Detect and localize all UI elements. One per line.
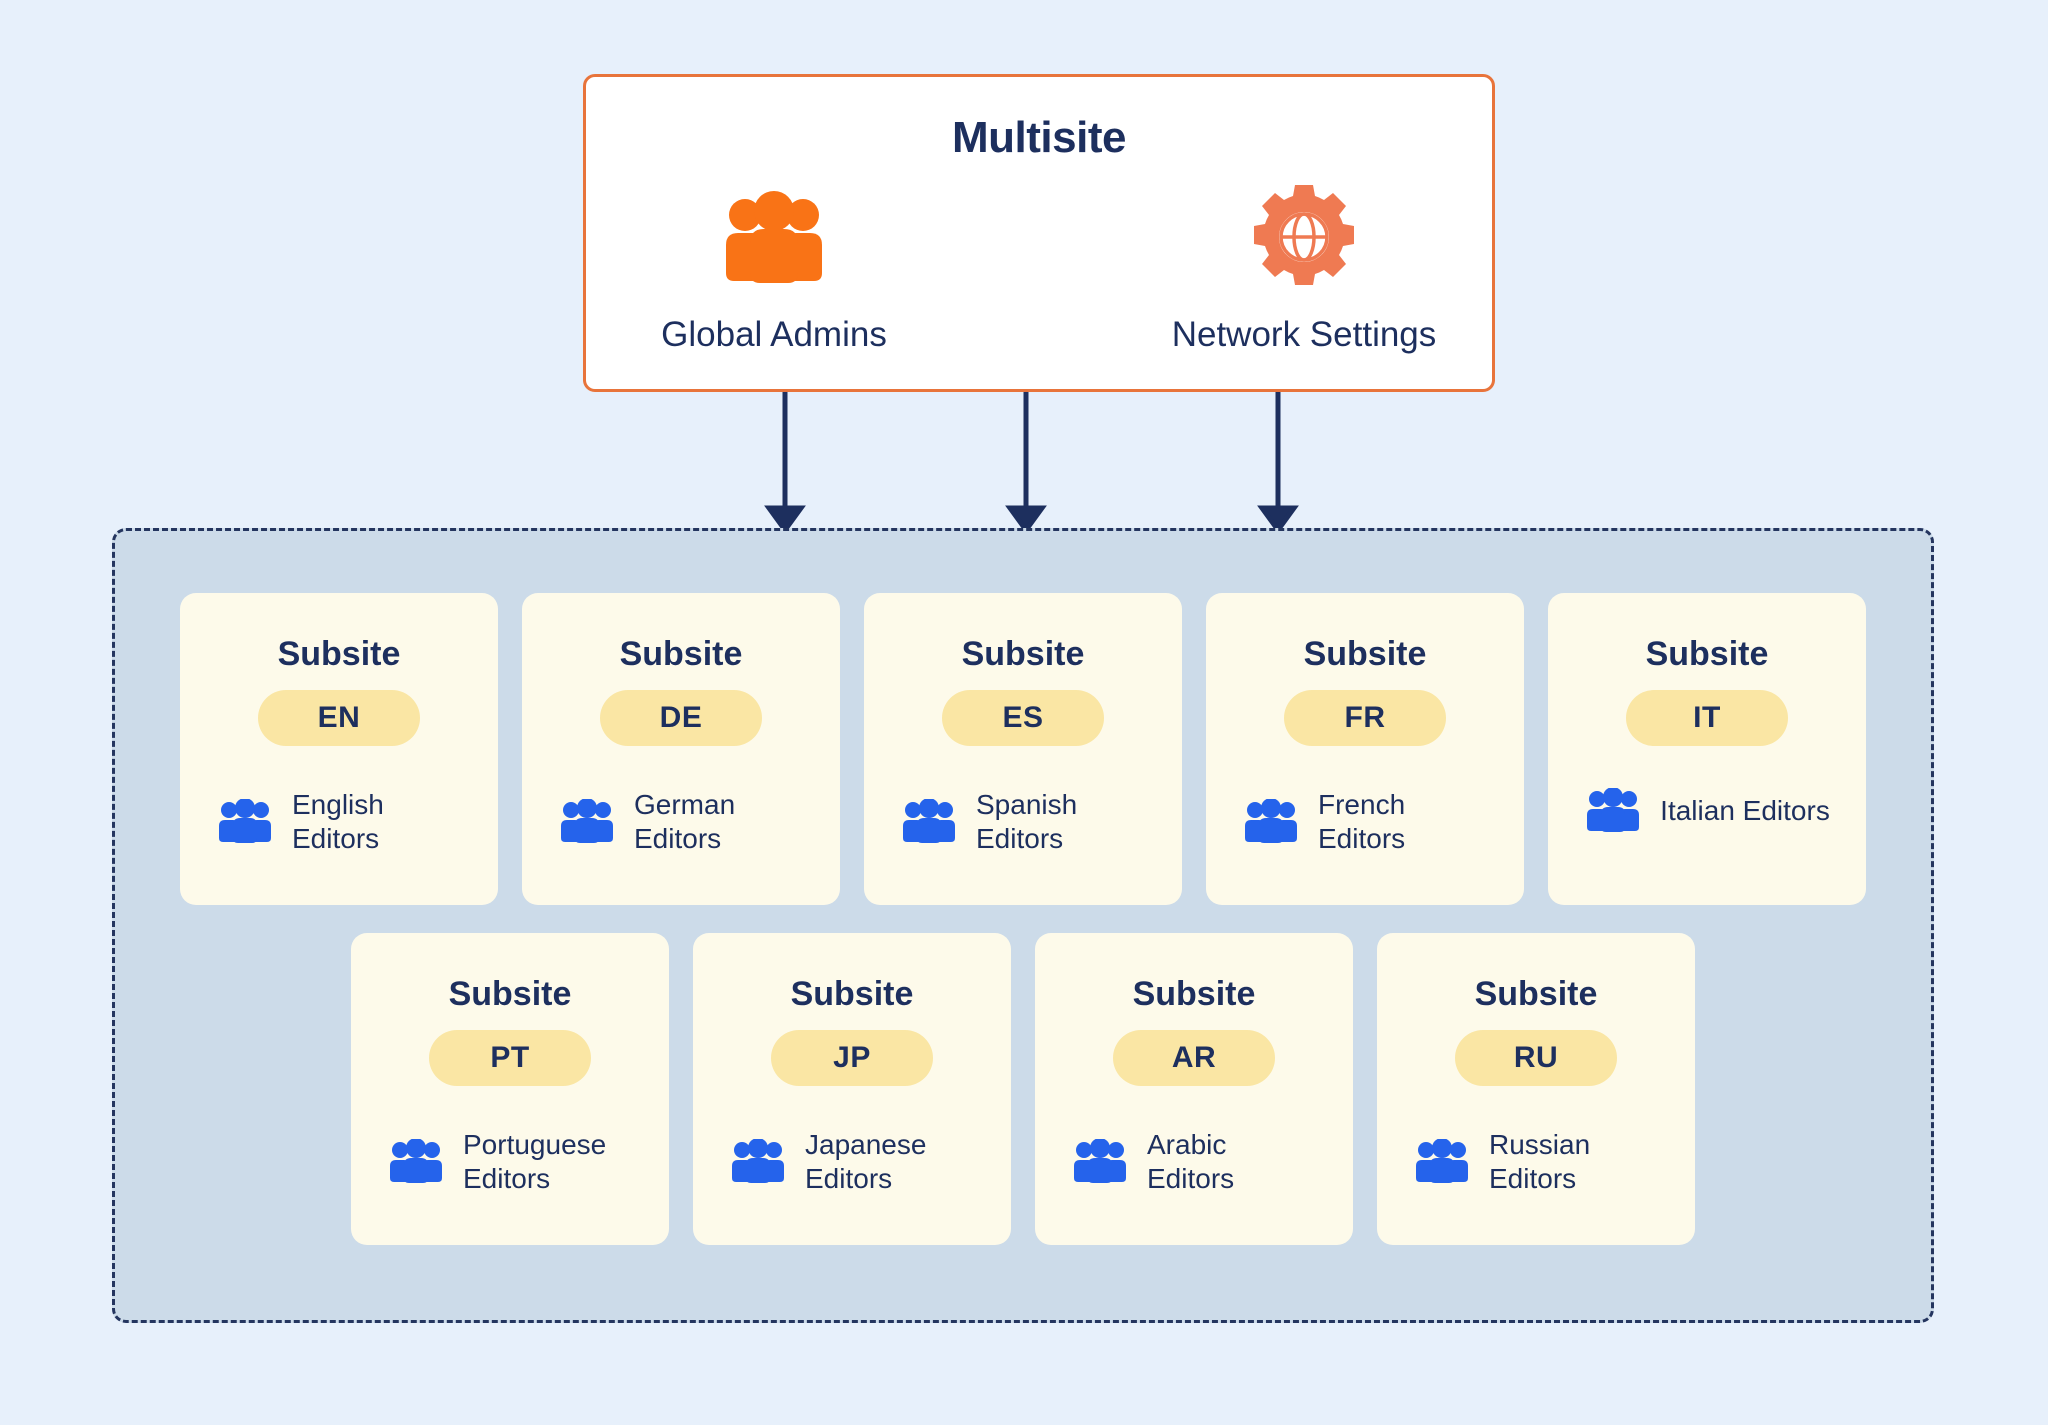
subsite-card-title: Subsite: [790, 975, 914, 1013]
language-badge: DE: [600, 690, 762, 746]
editors-row: Italian Editors: [1548, 788, 1866, 834]
arrow-down-icon: [764, 392, 806, 532]
global-admins-label: Global Admins: [661, 315, 887, 354]
subsite-card-title: Subsite: [277, 635, 401, 673]
editors-label: Portuguese Editors: [463, 1129, 607, 1195]
subsite-card-en[interactable]: Subsite EN English Editors: [180, 593, 498, 905]
subsite-card-title: Subsite: [1474, 975, 1598, 1013]
subsite-card-ar[interactable]: Subsite AR Arabic Editors: [1035, 933, 1353, 1245]
subsite-card-ru[interactable]: Subsite RU Russian Editors: [1377, 933, 1695, 1245]
language-badge: RU: [1455, 1030, 1617, 1086]
editors-label: Spanish Editors: [976, 789, 1078, 855]
language-badge: PT: [429, 1030, 591, 1086]
subsite-card-title: Subsite: [448, 975, 572, 1013]
subsites-container: Subsite EN English Editors: [112, 528, 1934, 1323]
people-group-icon: [1071, 1139, 1129, 1185]
language-badge: AR: [1113, 1030, 1275, 1086]
editors-row: Spanish Editors: [864, 788, 1182, 856]
editors-label: Japanese Editors: [805, 1129, 927, 1195]
subsite-card-pt[interactable]: Subsite PT Portuguese Editors: [351, 933, 669, 1245]
subsite-card-es[interactable]: Subsite ES Spanish Editors: [864, 593, 1182, 905]
people-group-icon: [729, 1139, 787, 1185]
editors-label: French Editors: [1318, 789, 1406, 855]
subsite-card-title: Subsite: [1132, 975, 1256, 1013]
network-settings-item[interactable]: Network Settings: [1154, 181, 1454, 355]
people-group-icon: [216, 799, 274, 845]
subsite-row-1: Subsite EN English Editors: [180, 593, 1866, 905]
multisite-items: Global Admins Network Settings: [586, 181, 1492, 355]
subsite-card-title: Subsite: [1303, 635, 1427, 673]
subsite-card-it[interactable]: Subsite IT Italian Editors: [1548, 593, 1866, 905]
global-admins-item[interactable]: Global Admins: [624, 181, 924, 355]
people-group-icon: [1413, 1139, 1471, 1185]
network-settings-label: Network Settings: [1171, 315, 1437, 354]
subsite-card-title: Subsite: [1645, 635, 1769, 673]
editors-row: Russian Editors: [1377, 1128, 1695, 1196]
subsite-card-jp[interactable]: Subsite JP Japanese Editors: [693, 933, 1011, 1245]
subsite-card-title: Subsite: [619, 635, 743, 673]
editors-label: Italian Editors: [1660, 794, 1830, 826]
editors-row: French Editors: [1206, 788, 1524, 856]
people-group-icon: [900, 799, 958, 845]
people-group-icon: [1584, 788, 1642, 834]
people-group-icon: [558, 799, 616, 845]
subsite-card-title: Subsite: [961, 635, 1085, 673]
arrow-down-icon: [1005, 392, 1047, 532]
editors-row: Portuguese Editors: [351, 1128, 669, 1196]
people-group-icon: [720, 181, 828, 293]
editors-row: German Editors: [522, 788, 840, 856]
people-group-icon: [1242, 799, 1300, 845]
multisite-title: Multisite: [952, 113, 1126, 162]
language-badge: EN: [258, 690, 420, 746]
people-group-icon: [387, 1139, 445, 1185]
editors-row: English Editors: [180, 788, 498, 856]
gear-globe-icon: [1252, 181, 1356, 293]
subsite-row-2: Subsite PT Portuguese Editors: [351, 933, 1695, 1245]
language-badge: ES: [942, 690, 1104, 746]
subsite-card-fr[interactable]: Subsite FR French Editors: [1206, 593, 1524, 905]
editors-label: Arabic Editors: [1147, 1129, 1235, 1195]
multisite-card: Multisite Global Admins: [583, 74, 1495, 392]
editors-row: Japanese Editors: [693, 1128, 1011, 1196]
arrow-down-icon: [1257, 392, 1299, 532]
editors-label: Russian Editors: [1489, 1129, 1591, 1195]
language-badge: IT: [1626, 690, 1788, 746]
editors-label: English Editors: [292, 789, 384, 855]
language-badge: FR: [1284, 690, 1446, 746]
language-badge: JP: [771, 1030, 933, 1086]
editors-label: German Editors: [634, 789, 736, 855]
editors-row: Arabic Editors: [1035, 1128, 1353, 1196]
connector-arrows: [764, 392, 1299, 532]
subsite-card-de[interactable]: Subsite DE German Editors: [522, 593, 840, 905]
